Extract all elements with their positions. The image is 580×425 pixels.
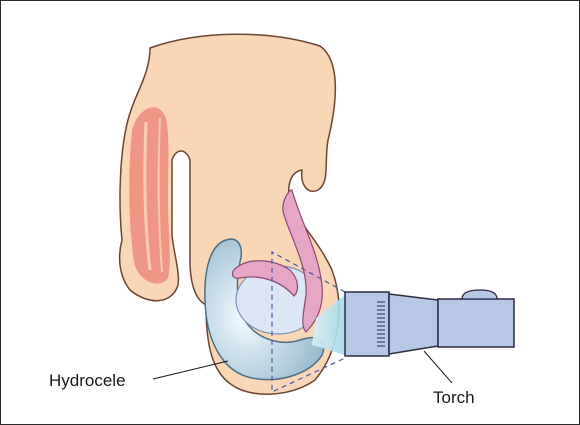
- torch-body: [438, 299, 514, 347]
- hydrocele-leader-line: [153, 361, 228, 379]
- hydrocele-label: Hydrocele: [49, 372, 126, 389]
- torch-switch: [462, 290, 497, 299]
- torch: [345, 290, 514, 356]
- torch-label: Torch: [433, 389, 475, 406]
- torch-leader-line: [424, 351, 452, 383]
- torch-neck: [389, 294, 438, 354]
